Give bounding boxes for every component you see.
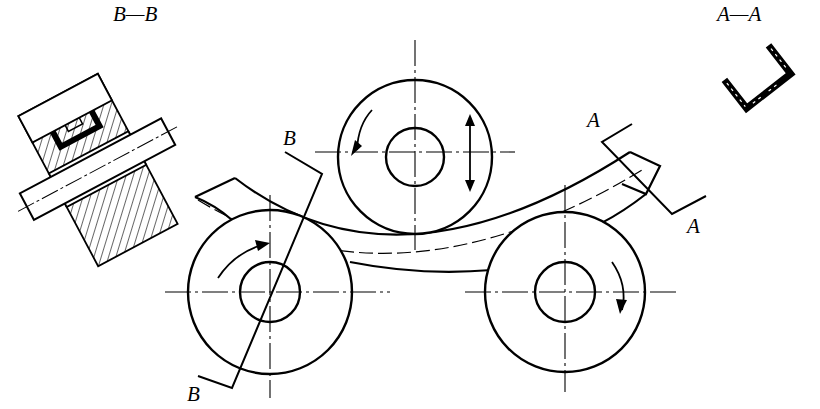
section-mark: A [686,216,701,237]
workpiece-flange [350,262,492,272]
centerlines [165,40,680,398]
workpiece-end [195,178,235,197]
section-view-a [724,45,790,108]
section-title: A—A [716,4,762,25]
section-mark: A [586,110,601,131]
workpiece-end [195,197,232,220]
section-mark: B [186,384,201,405]
feed-arrow [469,122,471,184]
section-mark: B [282,128,297,149]
section-title: B—B [112,4,158,25]
section-view-b [0,53,217,288]
section-line-b [198,152,322,388]
section-line-a [602,124,706,214]
workpiece-end [622,152,660,194]
